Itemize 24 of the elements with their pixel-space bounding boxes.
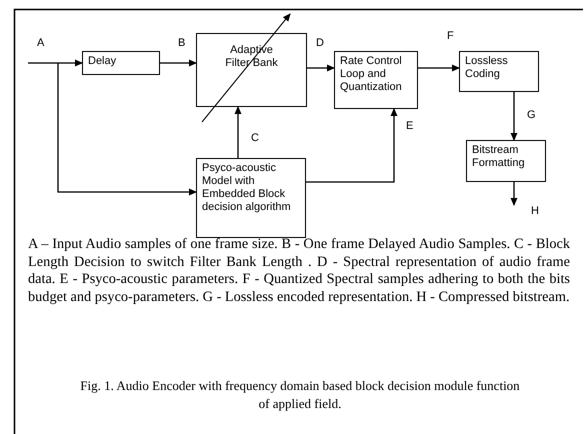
description-paragraph: A – Input Audio samples of one frame size. B - One frame Delayed Audio Samples. C - Block Length Decision to switch Filter Bank Length . D - Spectral representation of audio frame data. E - Psyco-acoustic parameters. F - Quantized Spectral samples adhering to both the bits budget and psyco-parameters. G - Lossless encoded representation. H - Compressed bitstream. [28, 236, 570, 306]
arrow [234, 106, 242, 158]
arrow [418, 64, 460, 72]
edge-label: F [447, 30, 454, 42]
edge-label: C [251, 132, 259, 144]
model-box: Psyco-acoustic Model with Embedded Block decision algorithm [196, 158, 306, 238]
arrow [28, 60, 83, 66]
edge-label: G [527, 109, 536, 121]
process-box: Rate Control Loop and Quantization [334, 51, 418, 109]
figure-caption: Fig. 1. Audio Encoder with frequency domain based block decision module function of applied field. [80, 377, 520, 413]
arrow [160, 60, 197, 66]
process-box: Lossless Coding [459, 51, 539, 92]
edge-label: B [178, 37, 186, 49]
edge-label: E [406, 120, 414, 132]
arrow [510, 92, 518, 141]
process-box: Delay [82, 51, 160, 75]
edge-label: A [37, 37, 44, 49]
edge-label: H [531, 205, 539, 217]
arrow [57, 63, 197, 196]
process-box: Bitstream Formatting [466, 140, 546, 182]
arrow [510, 182, 518, 206]
edge-label: D [316, 37, 324, 49]
arrow [306, 108, 398, 183]
arrow [307, 64, 335, 72]
